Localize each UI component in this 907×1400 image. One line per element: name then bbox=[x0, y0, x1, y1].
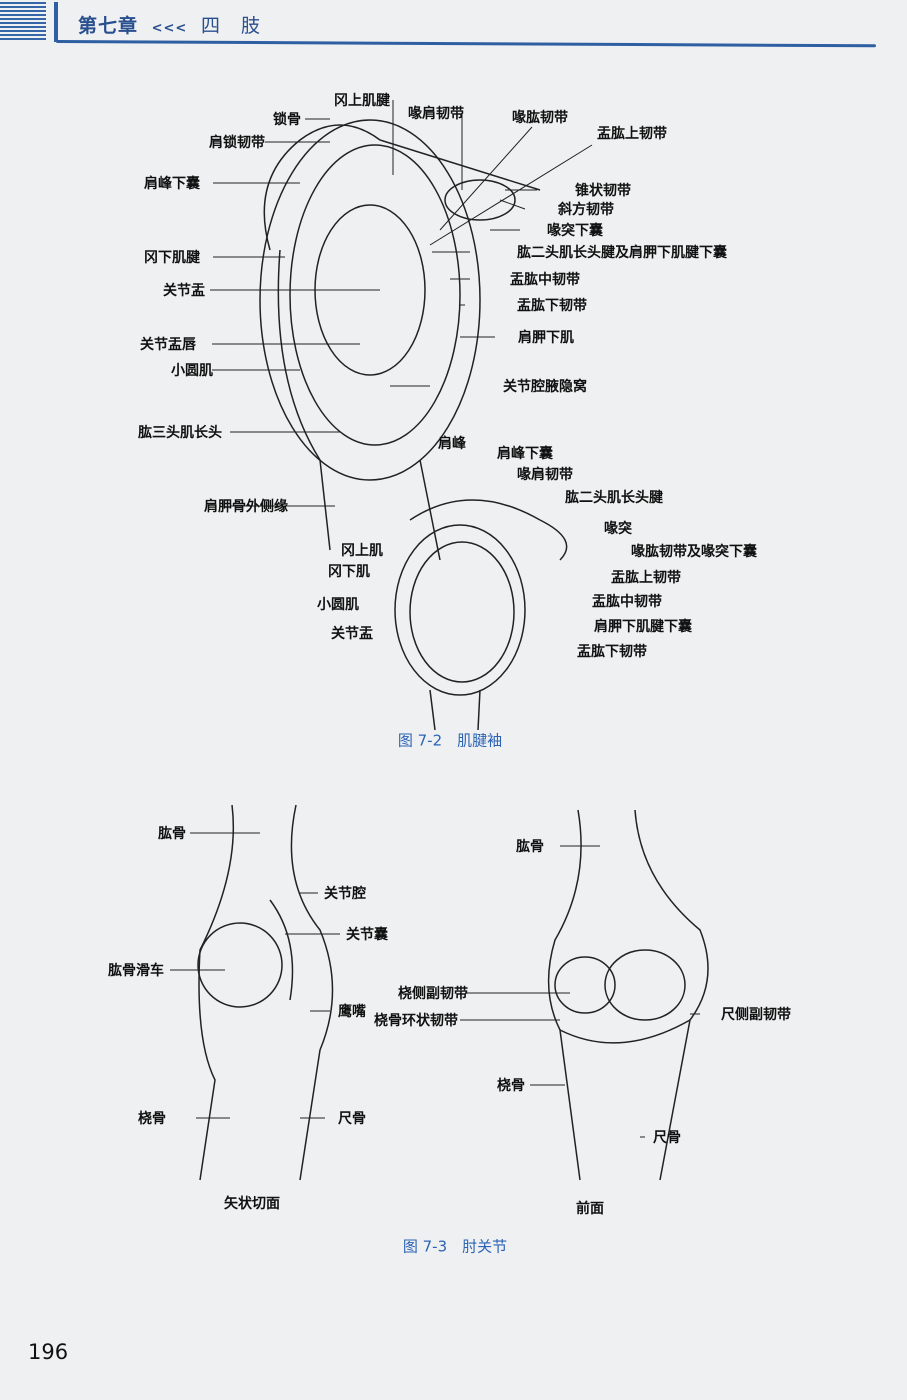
label-subacromial-bursa: 肩峰下囊 bbox=[144, 176, 200, 192]
label-teres-minor-2: 小圆肌 bbox=[317, 597, 359, 613]
figure-caption-7-2: 图 7-2 肌腱袖 bbox=[397, 731, 503, 750]
figure-caption-7-3: 图 7-3 肘关节 bbox=[402, 1237, 508, 1256]
label-subscapularis: 肩胛下肌 bbox=[518, 330, 574, 346]
label-coracoid: 喙突 bbox=[604, 521, 632, 537]
label-sagittal-section: 矢状切面 bbox=[224, 1196, 280, 1212]
label-subacromial-bursa-2: 肩峰下囊 bbox=[497, 446, 553, 462]
label-ulna: 尺骨 bbox=[338, 1111, 366, 1127]
label-glenoid: 关节盂 bbox=[163, 283, 205, 299]
label-coracohumeral-subcoracoid: 喙肱韧带及喙突下囊 bbox=[631, 544, 757, 560]
label-superior-glenohumeral-ligament: 盂肱上韧带 bbox=[597, 126, 667, 142]
label-acromion: 肩峰 bbox=[438, 436, 466, 452]
label-joint-capsule: 关节囊 bbox=[346, 927, 388, 943]
label-conoid-ligament: 锥状韧带 bbox=[575, 183, 631, 199]
label-teres-minor: 小圆肌 bbox=[171, 363, 213, 379]
label-superior-glenohumeral-2: 盂肱上韧带 bbox=[611, 570, 681, 586]
label-humerus: 肱骨 bbox=[158, 826, 186, 842]
label-anterior-view: 前面 bbox=[576, 1201, 604, 1217]
label-humerus-anterior: 肱骨 bbox=[516, 839, 544, 855]
label-trapezoid-ligament: 斜方韧带 bbox=[558, 202, 614, 218]
label-subscapular-bursa: 肩胛下肌腱下囊 bbox=[594, 619, 692, 635]
label-radius-anterior: 桡骨 bbox=[497, 1078, 525, 1094]
label-subcoracoid-bursa: 喙突下囊 bbox=[547, 223, 603, 239]
label-axillary-recess: 关节腔腋隐窝 bbox=[503, 379, 587, 395]
label-triceps-long-head: 肱三头肌长头 bbox=[138, 425, 222, 441]
label-infraspinatus: 冈下肌 bbox=[328, 564, 370, 580]
label-glenoid-labrum: 关节盂唇 bbox=[140, 337, 196, 353]
label-trochlea: 肱骨滑车 bbox=[108, 963, 164, 979]
shoulder-lateral-view bbox=[259, 119, 541, 561]
page-number: 196 bbox=[28, 1340, 69, 1364]
label-radius: 桡骨 bbox=[138, 1111, 166, 1127]
label-supraspinatus: 冈上肌 bbox=[341, 543, 383, 559]
header-decoration bbox=[0, 2, 46, 40]
label-acromioclavicular-ligament: 肩锁韧带 bbox=[209, 135, 265, 151]
label-ulna-anterior: 尺骨 bbox=[653, 1130, 681, 1146]
label-biceps-long-head-tendon: 肱二头肌长头腱 bbox=[565, 490, 663, 506]
arrows-icon: <<< bbox=[151, 21, 188, 36]
label-clavicle: 锁骨 bbox=[273, 112, 301, 128]
label-coracoacromial-ligament: 喙肩韧带 bbox=[408, 106, 464, 122]
label-inferior-glenohumeral-ligament: 盂肱下韧带 bbox=[517, 298, 587, 314]
label-joint-cavity: 关节腔 bbox=[324, 886, 366, 902]
label-middle-glenohumeral-ligament: 盂肱中韧带 bbox=[510, 272, 580, 288]
label-radial-collateral-ligament: 桡侧副韧带 bbox=[398, 986, 468, 1002]
label-scapula-lateral-border: 肩胛骨外侧缘 bbox=[204, 499, 288, 515]
label-supraspinatus-tendon: 冈上肌腱 bbox=[334, 93, 390, 109]
label-coracohumeral-ligament: 喙肱韧带 bbox=[512, 110, 568, 126]
elbow-sagittal-section bbox=[197, 804, 334, 1181]
chapter-label: 第七章 bbox=[78, 15, 139, 37]
label-ulnar-collateral-ligament: 尺侧副韧带 bbox=[721, 1007, 791, 1023]
label-inferior-glenohumeral-2: 盂肱下韧带 bbox=[577, 644, 647, 660]
label-middle-glenohumeral-2: 盂肱中韧带 bbox=[592, 594, 662, 610]
section-label: 四 肢 bbox=[200, 15, 261, 37]
label-biceps-tendon-bursa: 肱二头肌长头腱及肩胛下肌腱下囊 bbox=[517, 245, 727, 261]
label-annular-ligament: 桡骨环状韧带 bbox=[374, 1013, 458, 1029]
elbow-anterior-view bbox=[547, 809, 709, 1181]
label-infraspinatus-tendon: 冈下肌腱 bbox=[144, 250, 200, 266]
label-olecranon: 鹰嘴 bbox=[338, 1004, 366, 1020]
label-coracoacromial-ligament-2: 喙肩韧带 bbox=[517, 467, 573, 483]
header-bar bbox=[54, 2, 58, 42]
leader-lines bbox=[170, 100, 700, 1138]
shoulder-cross-section bbox=[394, 499, 568, 731]
label-glenoid-2: 关节盂 bbox=[331, 626, 373, 642]
running-header: 第七章 <<< 四 肢 bbox=[78, 11, 261, 38]
